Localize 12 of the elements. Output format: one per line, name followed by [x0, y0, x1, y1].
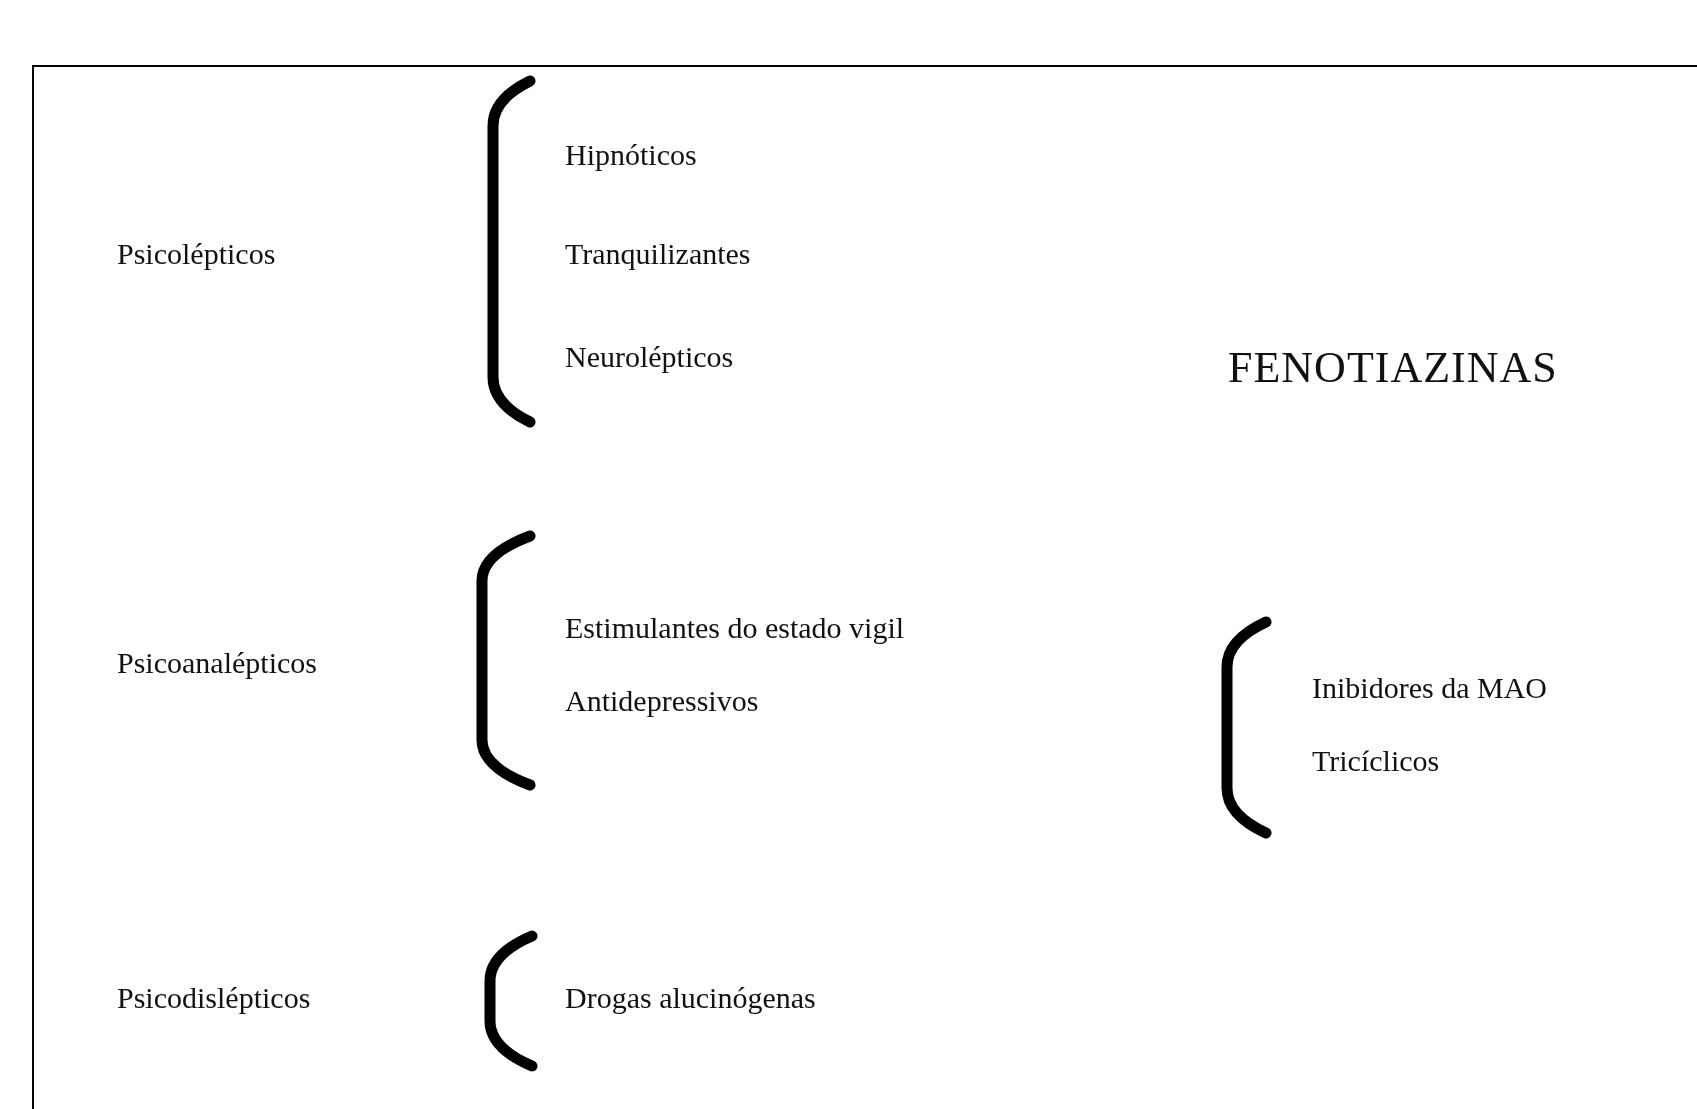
category-label: Psicoanalépticos	[117, 645, 317, 681]
subcategory-label: Tranquilizantes	[565, 236, 751, 272]
subcategory-label: Estimulantes do estado vigil	[565, 610, 905, 646]
subcategory-label: Drogas alucinógenas	[565, 980, 816, 1016]
category-label: Psicolépticos	[117, 236, 276, 272]
subcategory-label: Tricíclicos	[1312, 743, 1440, 779]
subcategory-label: Inibidores da MAO	[1312, 670, 1547, 706]
subcategory-label: Neurolépticos	[565, 339, 734, 375]
category-label: Psicodislépticos	[117, 980, 311, 1016]
subcategory-label: Antidepressivos	[565, 683, 759, 719]
subcategory-label: Hipnóticos	[565, 137, 697, 173]
heading: FENOTIAZINAS	[1228, 342, 1558, 394]
